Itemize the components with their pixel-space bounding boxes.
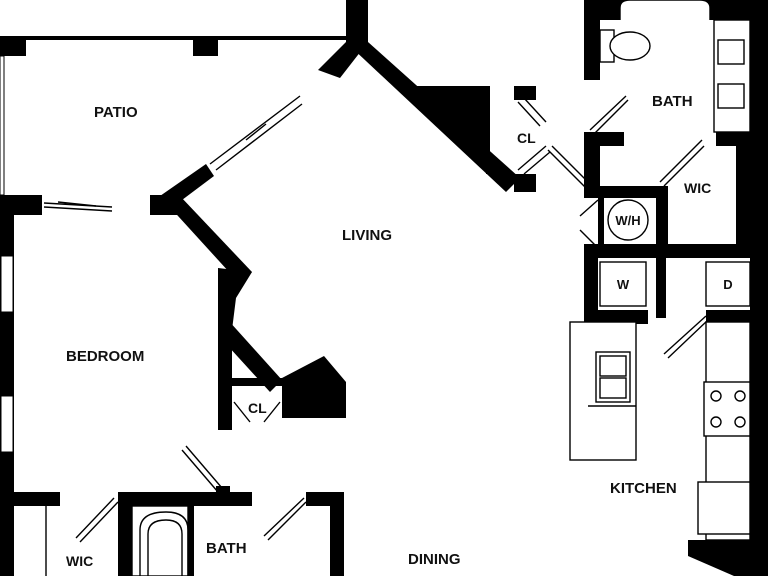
wall-bedroom-diagonal-upper (160, 164, 214, 206)
stove (703, 381, 751, 437)
wall-laundry-divider (656, 258, 666, 318)
wall-closet-upper-jamb-top (514, 86, 536, 100)
wall-right-exterior (750, 0, 768, 576)
wall-closet-lower-block (282, 356, 346, 418)
label-washer: W (617, 277, 630, 292)
windows (0, 55, 14, 453)
bathtub-upper (619, 0, 711, 20)
wall-bedroom-living (218, 290, 232, 430)
label-dryer: D (723, 277, 732, 292)
wall-wh-left (598, 196, 604, 248)
refrigerator (697, 481, 751, 535)
room-label-dining: DINING (408, 551, 461, 568)
sink-upper-2 (717, 83, 745, 109)
window-bedroom-1 (0, 255, 14, 313)
wall-wh-top (584, 186, 668, 198)
burner-2 (734, 390, 746, 402)
water-heater-tank (607, 199, 649, 241)
wall-pillar-patio (193, 36, 218, 56)
wall-corner-topleft (0, 36, 26, 56)
room-label-living: LIVING (342, 227, 392, 244)
kitchen-sink-bowl-2 (599, 377, 627, 399)
wall-wic-upper-left (584, 132, 600, 192)
wall-wh-right (656, 186, 668, 248)
wall-closet-lower-top (228, 378, 282, 386)
room-label-bath-upper: BATH (652, 93, 693, 110)
wall-upper-bath-left (584, 0, 600, 80)
wall-wic-lower-right (118, 492, 132, 576)
kitchen-sink-bowl-1 (599, 355, 627, 377)
room-label-kitchen: KITCHEN (610, 480, 677, 497)
room-label-bath-lower: BATH (206, 540, 247, 557)
room-label-bedroom: BEDROOM (66, 348, 144, 365)
burner-1 (710, 390, 722, 402)
wall-patio-top-rail (0, 36, 350, 40)
wall-laundry-top (584, 244, 750, 258)
room-label-closet-upper: CL (517, 130, 536, 146)
wall-bedroom-top-left (0, 195, 42, 215)
wall-bedroom-closet-diagonal (228, 320, 282, 392)
toilet-bowl-upper (609, 31, 651, 61)
wall-kitchen-bottom (688, 540, 750, 576)
room-labels: PATIO LIVING BEDROOM CL CL BATH BATH WIC… (66, 93, 711, 569)
room-label-wic-upper: WIC (684, 180, 711, 196)
wall-upper-bath-bottom-right (716, 132, 750, 146)
wall-bedroom-diagonal-mid (168, 196, 252, 284)
wall-bath-lower-top (118, 492, 252, 506)
dryer-box (705, 261, 751, 307)
wall-left-exterior (0, 195, 14, 576)
bathtub-lower-frame (131, 505, 189, 576)
fixture-labels: W/H W D (615, 213, 732, 292)
wall-wic-upper-right (736, 146, 750, 246)
bathtub-lower-inner (147, 519, 183, 576)
wall-top-center (346, 0, 368, 46)
room-label-patio: PATIO (94, 104, 138, 121)
wall-laundry-bottom-left (584, 310, 648, 324)
sink-upper-1 (717, 39, 745, 65)
burner-3 (710, 416, 722, 428)
washer-box (599, 261, 647, 307)
wall-laundry-left (584, 244, 598, 324)
wall-wic-lower-top (0, 492, 60, 506)
vanity-upper (713, 19, 751, 133)
room-label-closet-lower: CL (248, 400, 267, 416)
burner-4 (734, 416, 746, 428)
doors (43, 95, 709, 576)
wall-laundry-bottom-right (706, 310, 750, 324)
room-label-wic-lower: WIC (66, 553, 93, 569)
fixtures (131, 0, 751, 576)
window-bedroom-2 (0, 395, 14, 453)
wall-closet-upper-back (486, 86, 490, 174)
window-patio-left (0, 55, 5, 196)
wall-closet-upper (408, 86, 486, 160)
wall-bath-lower-right (330, 492, 344, 576)
bathtub-lower (139, 511, 189, 576)
wall-bath-lower-divider (188, 506, 194, 576)
label-water-heater: W/H (615, 213, 640, 228)
wall-door-stop (216, 486, 230, 494)
wall-closet-upper-jamb-bottom (514, 174, 536, 192)
